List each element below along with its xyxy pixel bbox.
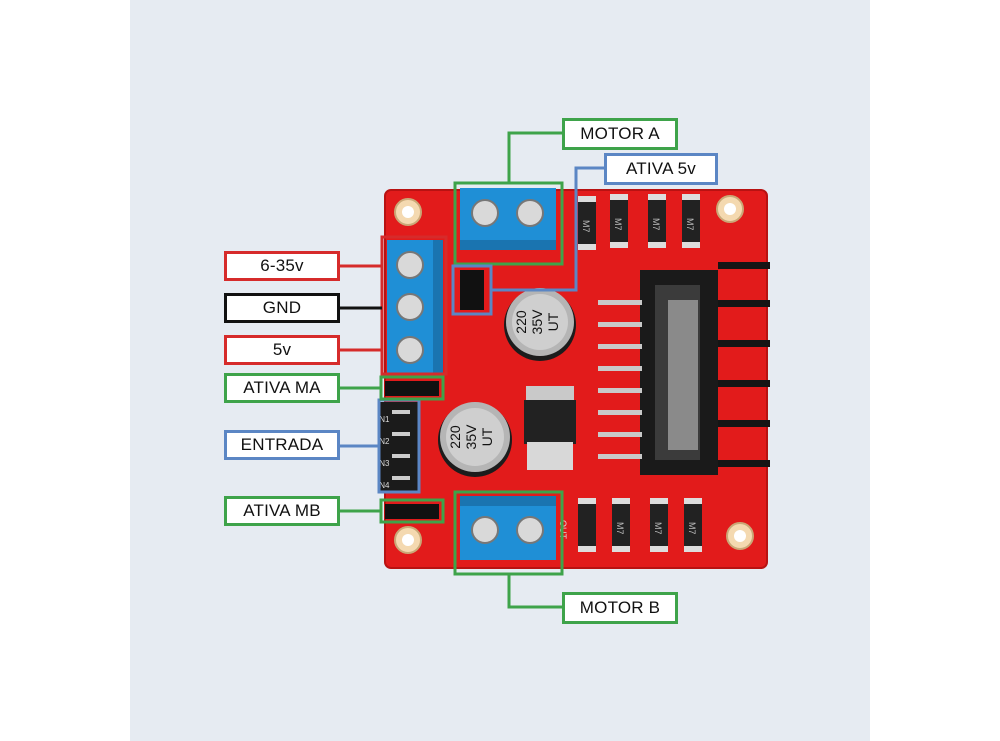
terminal-motor-a (460, 188, 556, 250)
label-entrada: ENTRADA (224, 430, 340, 460)
voltage-regulator (524, 386, 576, 470)
silk-in1: IN1 (377, 415, 390, 424)
terminal-motor-b (460, 496, 556, 560)
leader-motor-b (507, 574, 562, 609)
silk-in3: IN3 (377, 459, 390, 468)
leader-motor-a (507, 131, 562, 183)
jumper-ativa-ma (385, 381, 439, 396)
silk-in4: IN4 (377, 481, 390, 490)
diode-marking-3: M7 (651, 218, 661, 231)
diodes-top-row (578, 194, 700, 250)
mounting-holes (394, 195, 754, 554)
label-ativa-5v: ATIVA 5v (604, 153, 718, 185)
capacitor-top: 220 35V UT (504, 288, 576, 361)
label-6-35v: 6-35v (224, 251, 340, 281)
label-ativa-mb: ATIVA MB (224, 496, 340, 526)
driver-ic-pins (598, 300, 642, 459)
diode-marking-1: M7 (581, 220, 591, 233)
terminal-power (387, 240, 443, 375)
capacitor-top-text-2: 35V (529, 309, 545, 335)
diode-marking-4: M7 (685, 218, 695, 231)
capacitor-top-text-1: 220 (513, 310, 529, 334)
input-pin-header (378, 402, 418, 492)
diode-marking-5: M7 (615, 522, 625, 535)
leader-ativa-5v (491, 166, 604, 292)
capacitor-bottom-text-1: 220 (447, 425, 463, 449)
diode-marking-7: M7 (687, 522, 697, 535)
diode-marking-6: M7 (653, 522, 663, 535)
capacitor-bottom-text-2: 35V (463, 424, 479, 450)
capacitor-bottom-text-3: UT (479, 427, 495, 446)
label-motor-a: MOTOR A (562, 118, 678, 150)
diode-marking-2: M7 (613, 218, 623, 231)
silk-in2: IN2 (377, 437, 390, 446)
highlight-power (380, 235, 448, 376)
label-5v: 5v (224, 335, 340, 365)
capacitor-top-text-3: UT (545, 312, 561, 331)
label-motor-b: MOTOR B (562, 592, 678, 624)
capacitor-bottom: 220 35V UT (438, 402, 512, 477)
diodes-bottom-row (578, 498, 702, 552)
label-ativa-ma: ATIVA MA (224, 373, 340, 403)
jumper-5v (460, 270, 484, 310)
jumper-ativa-mb (385, 504, 439, 519)
label-gnd: GND (224, 293, 340, 323)
driver-heatsink (640, 262, 770, 475)
